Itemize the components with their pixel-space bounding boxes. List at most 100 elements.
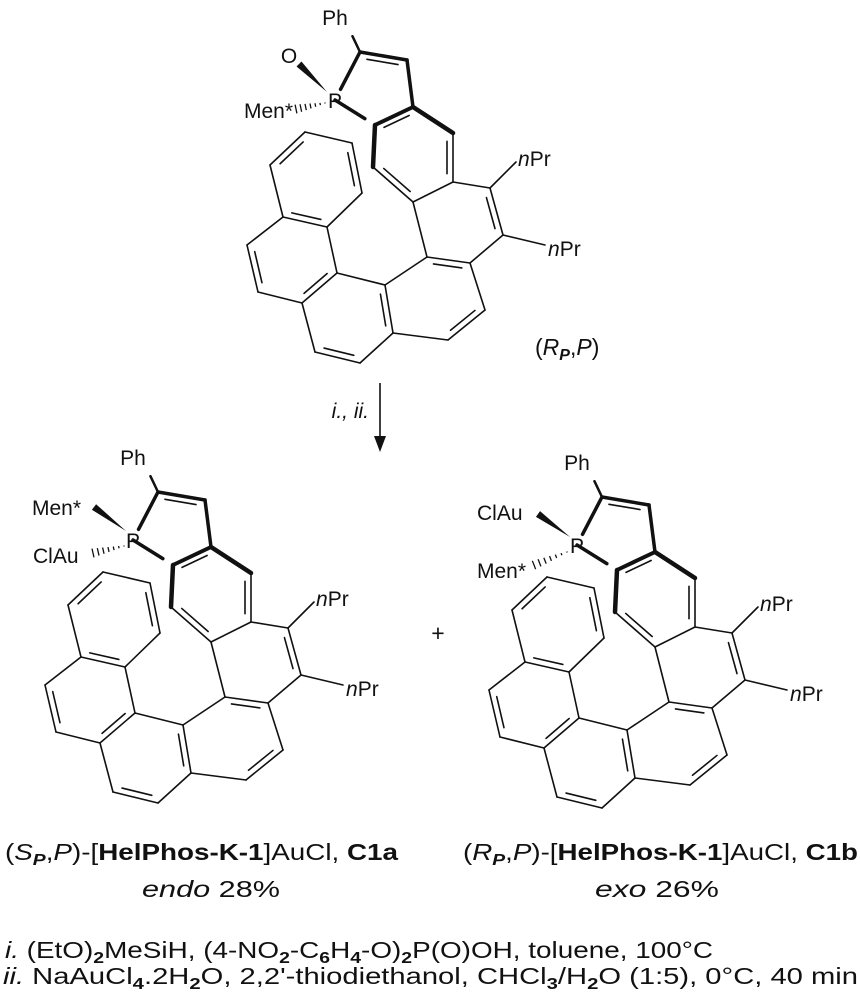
bond (502, 234, 546, 246)
hash-line (299, 104, 303, 112)
npropyl-label: nPr (790, 683, 823, 706)
bond (412, 201, 428, 258)
bond (246, 216, 284, 246)
double-bond-line (303, 272, 328, 295)
bond (358, 50, 409, 62)
text-segment: , (505, 839, 513, 865)
bond (131, 538, 165, 561)
double-bond-line (51, 690, 61, 724)
bond (300, 674, 344, 686)
bond (694, 626, 733, 634)
arrow-head-icon (374, 436, 386, 452)
bond (203, 498, 213, 549)
bond (301, 302, 316, 353)
double-bond-line (279, 141, 304, 165)
bond (182, 696, 226, 726)
text-segment: HelPhos-K-1 (558, 839, 723, 865)
double-bond-line (291, 212, 322, 221)
double-bond-line (121, 787, 153, 797)
bond (654, 646, 670, 703)
text-segment: 2 (189, 976, 200, 993)
text-segment: 4 (133, 976, 144, 993)
text-segment: P (33, 852, 46, 869)
bond (614, 611, 656, 648)
bond (634, 777, 691, 786)
text-segment: ii. (3, 963, 24, 989)
double-bond-line (727, 641, 738, 675)
hash-bond-p-menthyl (294, 102, 326, 114)
bond (136, 490, 160, 532)
bond (301, 272, 338, 304)
reactant-configuration: (RP,P) (535, 334, 599, 364)
bond (149, 582, 161, 634)
text-segment: exo (595, 876, 647, 902)
bond (668, 701, 713, 709)
bond (372, 166, 414, 203)
hash-line (314, 103, 317, 107)
bond (543, 747, 558, 798)
double-bond-line (545, 717, 570, 740)
bond (338, 50, 362, 92)
double-bond-line (89, 652, 120, 661)
bond (99, 712, 136, 744)
bond (67, 604, 82, 658)
double-bond-line (432, 263, 463, 269)
stereo-bonds (91, 61, 570, 570)
product-c1b-molecule: Ph P nPr nPr (488, 452, 823, 809)
double-bond-line (608, 503, 641, 511)
bond (246, 244, 259, 293)
text-segment: C1b (806, 839, 858, 865)
bond (543, 717, 580, 749)
bond (326, 192, 363, 228)
text-segment: 2 (587, 976, 598, 993)
hash-line (112, 546, 115, 551)
phosphorus-label: P (126, 530, 140, 553)
double-bond-line (533, 657, 564, 666)
bond (580, 495, 604, 537)
chlorogold-label: ClAu (33, 545, 79, 568)
bond (99, 742, 114, 793)
wedge-bond-p-menthyl (91, 504, 126, 531)
product-c1a-yield: endo 28% (142, 876, 280, 902)
bond (67, 571, 104, 606)
text-segment: .2H (144, 963, 189, 989)
phosphorus-label: P (328, 90, 342, 113)
double-bond-line (521, 586, 546, 610)
bond (689, 754, 728, 786)
double-bond-line (283, 636, 294, 670)
text-segment: -C (290, 937, 319, 963)
bond (257, 291, 303, 304)
bond (351, 142, 363, 194)
hash-line (554, 554, 558, 559)
text-segment: 6 (319, 950, 330, 967)
bond (304, 131, 353, 144)
plus-sign: + (431, 620, 444, 646)
bond (171, 545, 213, 567)
bond (711, 679, 746, 709)
bond (626, 701, 670, 731)
bond (731, 606, 759, 634)
bond (208, 544, 254, 576)
bond (511, 609, 526, 663)
text-segment: NaAuCl (24, 963, 133, 989)
bond (731, 632, 746, 681)
bond (287, 601, 315, 629)
bond (55, 731, 101, 744)
text-segment: 28% (210, 876, 280, 902)
bond (182, 724, 192, 774)
double-bond-line (230, 703, 261, 709)
bond (469, 262, 486, 311)
text-segment: HelPhos-K-1 (98, 839, 264, 865)
double-bond-line (247, 749, 274, 772)
bond (744, 679, 788, 691)
bond (156, 490, 207, 502)
bond (626, 729, 636, 779)
text-segment: 2 (279, 950, 290, 967)
product-c1a-molecule: Ph P nPr nPr (44, 447, 379, 804)
text-segment: P(O)OH, toluene, 100°C (412, 937, 713, 963)
double-bond-line (77, 581, 102, 605)
bond (124, 632, 161, 668)
text-segment: 26% (646, 876, 719, 902)
npropyl-label: nPr (316, 588, 349, 611)
